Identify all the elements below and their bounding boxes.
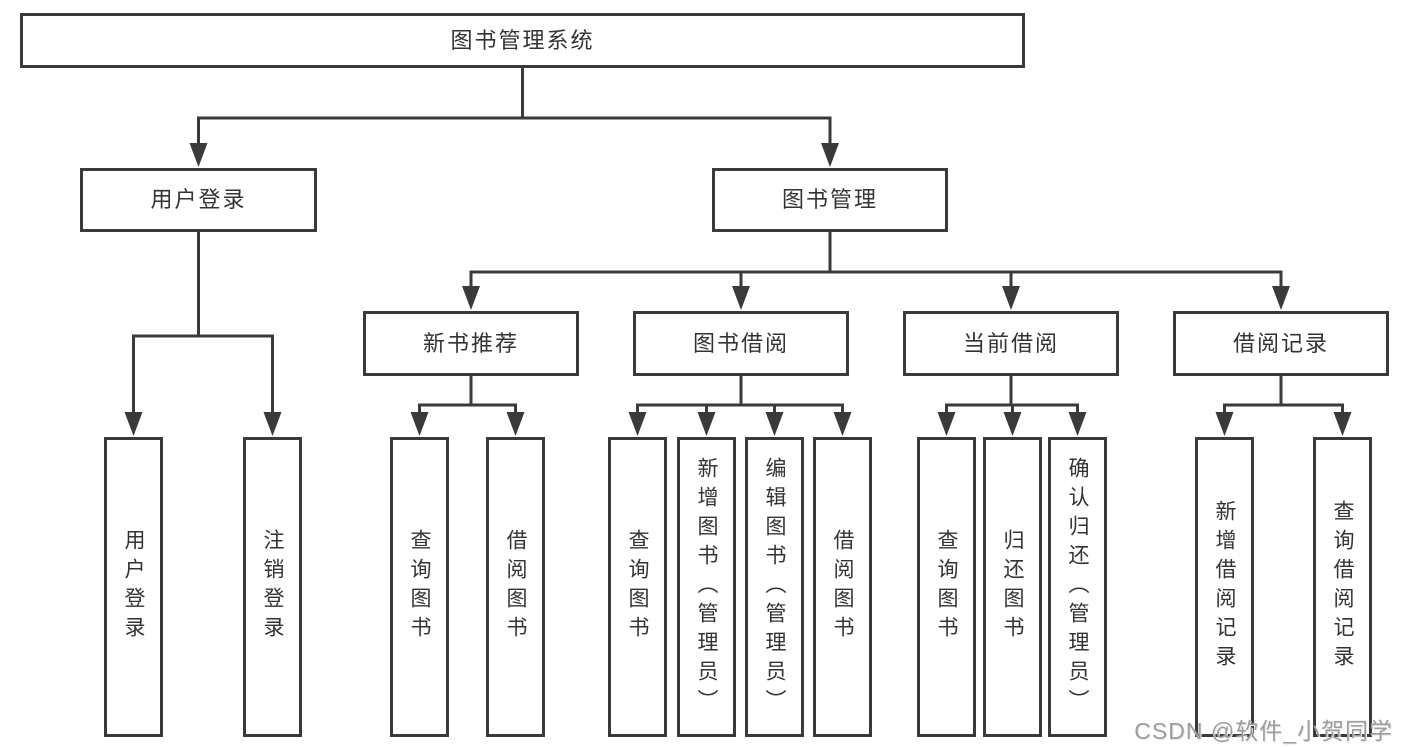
node-borrow-records: 借阅记录	[1173, 311, 1389, 376]
node-book-management-label: 图书管理	[781, 187, 878, 212]
node-add-books-admin-label: 新增图书（管理员）	[695, 456, 718, 718]
node-root: 图书管理系统	[20, 13, 1025, 68]
node-return-books-label: 归还图书	[1001, 529, 1024, 645]
node-book-management: 图书管理	[712, 168, 948, 232]
node-add-borrow-record: 新增借阅记录	[1195, 437, 1254, 737]
borrow-records-connectors	[1215, 376, 1352, 436]
node-new-book-recommend-label: 新书推荐	[422, 330, 519, 356]
node-root-label: 图书管理系统	[450, 27, 595, 53]
node-current-borrow: 当前借阅	[903, 311, 1119, 376]
node-user-login-label: 用户登录	[150, 187, 247, 212]
node-query-books-borrow-label: 查询图书	[626, 529, 649, 645]
new-book-recommend-connectors	[410, 376, 525, 436]
node-query-borrow-record: 查询借阅记录	[1313, 437, 1372, 737]
node-logout: 注销登录	[243, 437, 302, 737]
node-query-books-current-label: 查询图书	[935, 529, 958, 645]
node-confirm-return-admin: 确认归还（管理员）	[1048, 437, 1107, 737]
book-management-branch-connectors	[462, 232, 1290, 310]
user-login-branch-connectors	[124, 232, 282, 436]
node-add-borrow-record-label: 新增借阅记录	[1213, 500, 1236, 674]
node-borrow-books-recommend-label: 借阅图书	[504, 529, 527, 645]
node-user-login-action: 用户登录	[104, 437, 163, 737]
node-user-login: 用户登录	[80, 168, 317, 232]
current-borrow-connectors	[937, 376, 1087, 436]
node-user-login-action-label: 用户登录	[122, 529, 145, 645]
node-query-books-borrow: 查询图书	[608, 437, 667, 737]
node-query-borrow-record-label: 查询借阅记录	[1331, 500, 1354, 674]
node-query-books-current: 查询图书	[917, 437, 976, 737]
node-add-books-admin: 新增图书（管理员）	[677, 437, 736, 737]
node-return-books: 归还图书	[983, 437, 1042, 737]
book-borrow-connectors	[628, 376, 852, 436]
node-confirm-return-admin-label: 确认归还（管理员）	[1066, 456, 1089, 718]
node-query-books-recommend-label: 查询图书	[408, 529, 431, 645]
node-borrow-books: 借阅图书	[813, 437, 872, 737]
node-borrow-books-recommend: 借阅图书	[486, 437, 545, 737]
node-book-borrow-label: 图书借阅	[692, 330, 789, 356]
node-logout-label: 注销登录	[261, 529, 284, 645]
node-edit-books-admin-label: 编辑图书（管理员）	[763, 456, 786, 718]
root-connectors	[189, 68, 839, 167]
node-current-borrow-label: 当前借阅	[962, 330, 1059, 356]
node-book-borrow: 图书借阅	[633, 311, 849, 376]
node-borrow-books-label: 借阅图书	[831, 529, 854, 645]
node-query-books-recommend: 查询图书	[390, 437, 449, 737]
node-new-book-recommend: 新书推荐	[363, 311, 579, 376]
node-borrow-records-label: 借阅记录	[1232, 330, 1329, 356]
node-edit-books-admin: 编辑图书（管理员）	[745, 437, 804, 737]
watermark: CSDN @软件_小贺同学	[1134, 718, 1393, 744]
